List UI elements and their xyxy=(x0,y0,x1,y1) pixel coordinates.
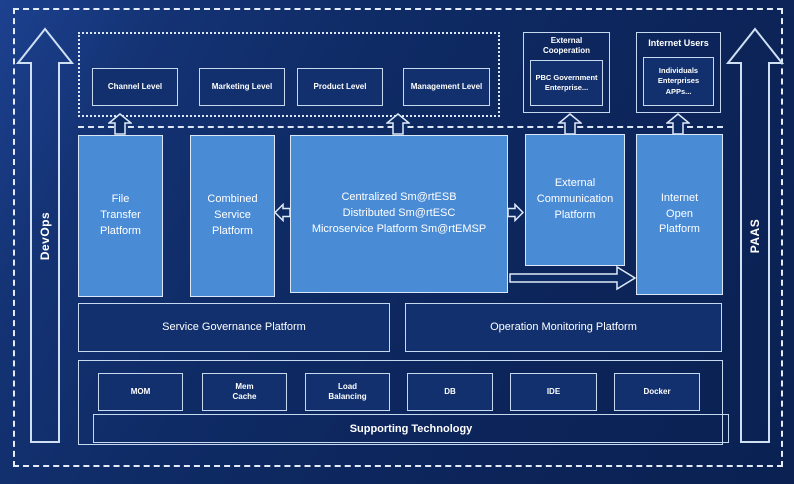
central-esb-platform-box: Centralized Sm@rtESB Distributed Sm@rtES… xyxy=(290,135,508,293)
paas-label-wrap: PAAS xyxy=(726,27,784,444)
tech-label: Docker xyxy=(643,386,671,396)
level-box-marketing: Marketing Level xyxy=(199,68,285,106)
level-box-product: Product Level xyxy=(297,68,383,106)
supporting-technology-container xyxy=(78,360,723,445)
tech-box-mem-cache: Mem Cache xyxy=(202,373,287,411)
tech-box-ide: IDE xyxy=(510,373,597,411)
external-communication-platform-box: External Communication Platform xyxy=(525,134,625,266)
devops-up-arrow-icon xyxy=(16,27,74,444)
internet-open-platform-box: Internet Open Platform xyxy=(636,134,723,295)
central-line-1: Centralized Sm@rtESB xyxy=(341,191,457,204)
internet-users-box: Internet Users Individuals Enterprises A… xyxy=(636,32,721,113)
level-label: Management Level xyxy=(410,81,483,91)
tech-box-docker: Docker xyxy=(614,373,700,411)
level-label: Marketing Level xyxy=(211,81,273,91)
outer-dashed-frame xyxy=(13,8,783,467)
up-arrow-icon xyxy=(666,113,690,135)
tech-box-load-balancing: Load Balancing xyxy=(305,373,390,411)
devops-label-wrap: DevOps xyxy=(16,27,74,444)
horizontal-flow-arrow-icon xyxy=(509,265,637,291)
service-governance-platform-label: Service Governance Platform xyxy=(162,320,306,333)
operation-monitoring-platform-label: Operation Monitoring Platform xyxy=(490,320,637,333)
file-transfer-platform-box: File Transfer Platform xyxy=(78,135,163,297)
external-cooperation-inner-label: PBC Government Enterprise... xyxy=(535,72,598,92)
tech-label: IDE xyxy=(546,386,561,396)
external-communication-platform-label: External Communication Platform xyxy=(536,177,614,221)
internet-users-inner-box: Individuals Enterprises APPs... xyxy=(643,57,714,106)
tech-label: MOM xyxy=(130,386,151,396)
paas-up-arrow-icon xyxy=(726,27,784,444)
level-label: Product Level xyxy=(313,81,367,91)
central-line-2: Distributed Sm@rtESC xyxy=(342,207,456,220)
internet-users-inner-label: Individuals Enterprises APPs... xyxy=(657,66,700,96)
up-arrow-icon xyxy=(108,113,132,135)
combined-service-platform-box: Combined Service Platform xyxy=(190,135,275,297)
up-arrow-icon xyxy=(386,113,410,135)
tech-label: Load Balancing xyxy=(328,381,367,401)
up-arrow-icon xyxy=(558,113,582,135)
left-arrow-icon xyxy=(274,203,291,222)
operation-monitoring-platform-box: Operation Monitoring Platform xyxy=(405,303,722,352)
level-label: Channel Level xyxy=(107,81,163,91)
paas-label: PAAS xyxy=(747,218,762,253)
right-arrow-icon xyxy=(507,203,524,222)
levels-band xyxy=(78,32,500,117)
supporting-technology-bar: Supporting Technology xyxy=(93,414,729,443)
external-cooperation-title: External Cooperation xyxy=(542,36,591,56)
supporting-technology-label: Supporting Technology xyxy=(349,422,473,435)
internet-open-platform-label: Internet Open Platform xyxy=(659,191,700,236)
level-box-channel: Channel Level xyxy=(92,68,178,106)
file-transfer-platform-label: File Transfer Platform xyxy=(100,193,141,237)
level-box-management: Management Level xyxy=(403,68,490,106)
tech-label: DB xyxy=(444,386,456,396)
tech-box-mom: MOM xyxy=(98,373,183,411)
external-cooperation-inner-box: PBC Government Enterprise... xyxy=(530,60,603,106)
tech-label: Mem Cache xyxy=(232,381,257,401)
central-line-3: Microservice Platform Sm@rtEMSP xyxy=(311,222,487,235)
tech-box-db: DB xyxy=(407,373,493,411)
external-cooperation-box: External Cooperation PBC Government Ente… xyxy=(523,32,610,113)
combined-service-platform-label: Combined Service Platform xyxy=(207,193,258,237)
service-governance-platform-box: Service Governance Platform xyxy=(78,303,390,352)
devops-label: DevOps xyxy=(37,211,52,260)
internet-users-title: Internet Users xyxy=(648,38,709,48)
